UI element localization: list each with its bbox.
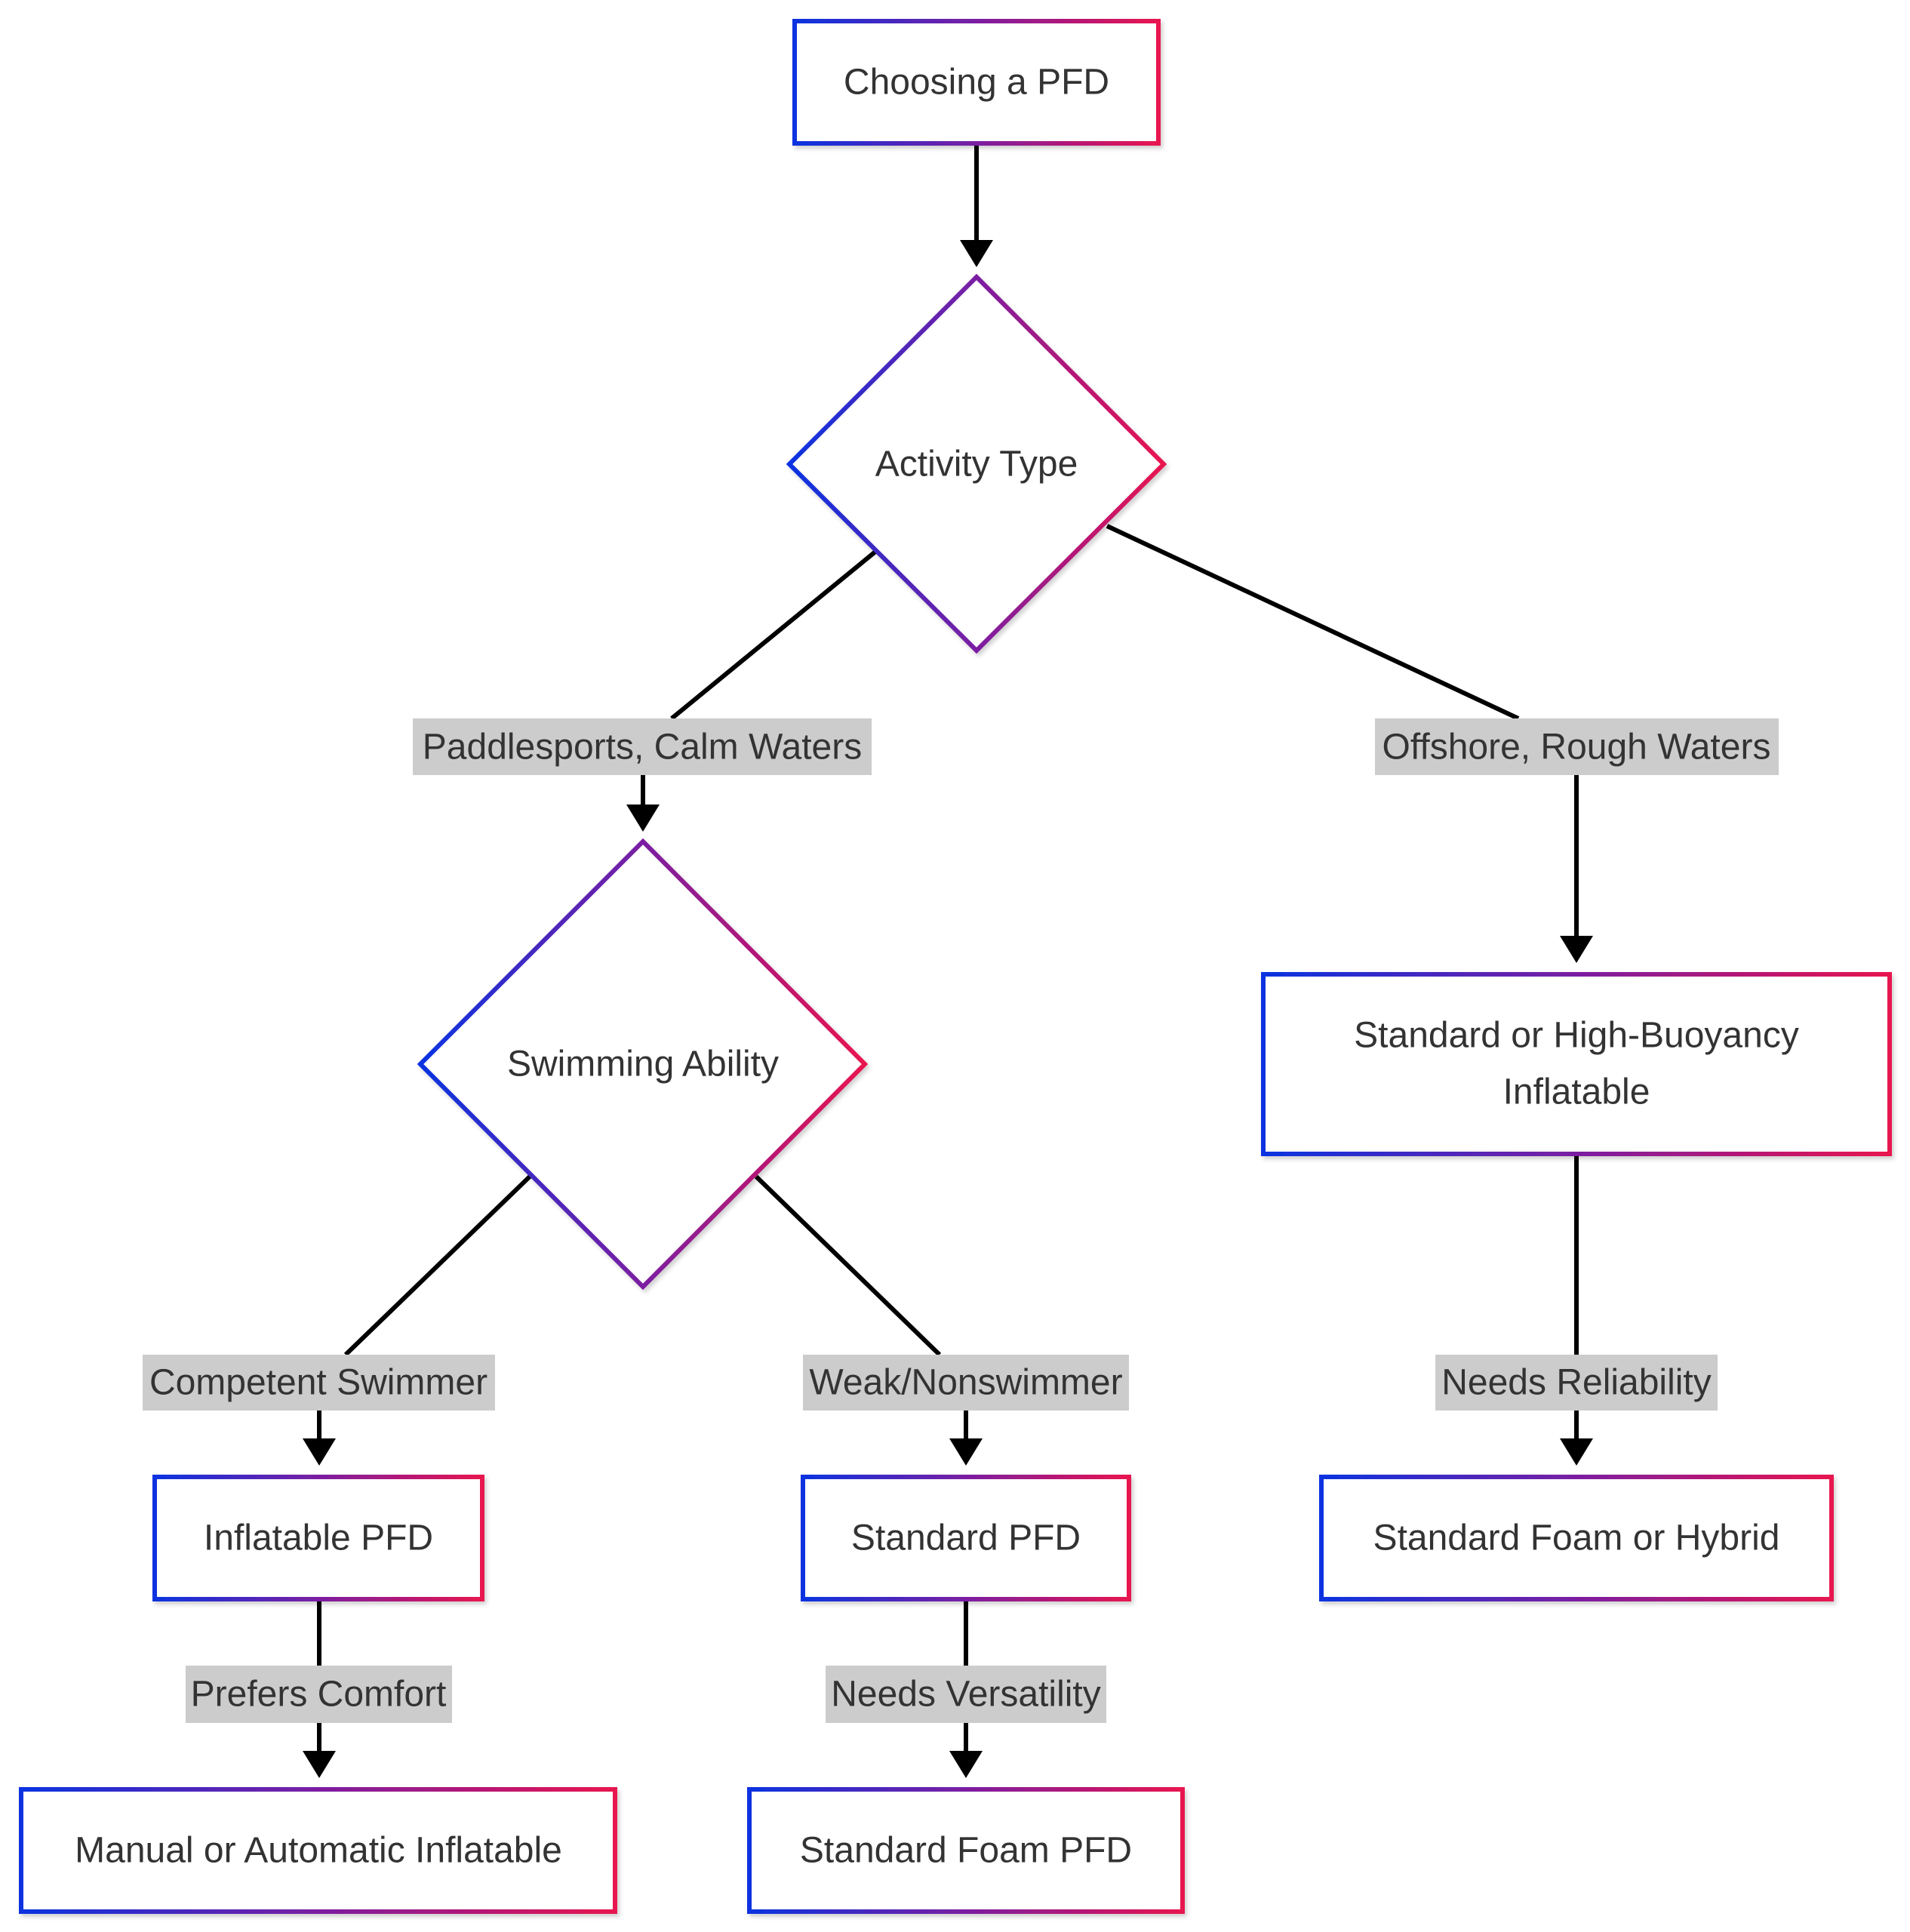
arrowhead-icon	[949, 1751, 983, 1778]
edge-label-offshore: Offshore, Rough Waters	[1375, 718, 1779, 775]
edge-label-text: Needs Versatility	[831, 1675, 1101, 1715]
edge-label-comfort: Prefers Comfort	[186, 1666, 452, 1723]
edge-label-competent: Competent Swimmer	[143, 1355, 495, 1411]
node-high-buoyancy-inflatable: Standard or High-Buoyancy Inflatable	[1261, 972, 1892, 1156]
node-label: Activity Type	[875, 445, 1078, 485]
edge-activity-to-swimming	[626, 549, 877, 832]
edge-label-text: Paddlesports, Calm Waters	[423, 728, 862, 768]
arrowhead-icon	[1560, 1438, 1593, 1466]
arrowhead-icon	[626, 804, 660, 832]
edge-label-text: Prefers Comfort	[191, 1675, 447, 1715]
node-label: Choosing a PFD	[844, 63, 1109, 103]
edge-standard-to-standard-foam	[949, 1600, 983, 1778]
edge-label-text: Offshore, Rough Waters	[1383, 728, 1771, 768]
arrowhead-icon	[303, 1751, 336, 1778]
arrowhead-icon	[960, 240, 993, 267]
node-standard-foam-or-hybrid: Standard Foam or Hybrid	[1319, 1475, 1834, 1601]
node-swimming-ability: Swimming Ability	[417, 838, 869, 1291]
edge-label-text: Weak/Nonswimmer	[809, 1363, 1122, 1403]
edge-label-text: Competent Swimmer	[149, 1363, 487, 1403]
node-label: Manual or Automatic Inflatable	[75, 1831, 562, 1871]
edge-label-weak: Weak/Nonswimmer	[803, 1355, 1129, 1411]
arrowhead-icon	[949, 1438, 983, 1466]
node-choosing-a-pfd: Choosing a PFD	[792, 19, 1161, 146]
node-standard-foam-pfd: Standard Foam PFD	[747, 1787, 1185, 1914]
edge-label-text: Needs Reliability	[1441, 1363, 1712, 1403]
node-label-line2: Inflatable	[1503, 1072, 1650, 1112]
node-label: Swimming Ability	[507, 1044, 779, 1084]
node-label-line1: Standard or High-Buoyancy	[1354, 1016, 1799, 1056]
node-standard-pfd: Standard PFD	[801, 1475, 1131, 1601]
edge-label-reliability: Needs Reliability	[1435, 1355, 1718, 1411]
node-label: Standard Foam or Hybrid	[1373, 1518, 1780, 1558]
node-label: Inflatable PFD	[204, 1518, 433, 1558]
edge-label-versatility: Needs Versatility	[826, 1666, 1106, 1723]
arrowhead-icon	[303, 1438, 336, 1466]
node-inflatable-pfd: Inflatable PFD	[152, 1475, 484, 1601]
edge-swimming-to-standard	[754, 1174, 983, 1466]
node-activity-type: Activity Type	[786, 273, 1167, 654]
edge-swimming-to-inflatable	[303, 1174, 532, 1466]
edge-high-buoyancy-to-foam-hybrid	[1560, 1155, 1593, 1466]
edge-activity-to-high-buoyancy	[1106, 524, 1593, 963]
node-label: Standard Foam PFD	[800, 1831, 1132, 1871]
edge-inflatable-to-manual-auto	[303, 1600, 336, 1778]
arrowhead-icon	[1560, 936, 1593, 963]
node-label: Standard PFD	[851, 1518, 1081, 1558]
edge-label-paddlesports: Paddlesports, Calm Waters	[413, 718, 872, 775]
edge-choosing-to-activity	[960, 145, 993, 267]
node-manual-or-automatic-inflatable: Manual or Automatic Inflatable	[19, 1787, 617, 1914]
